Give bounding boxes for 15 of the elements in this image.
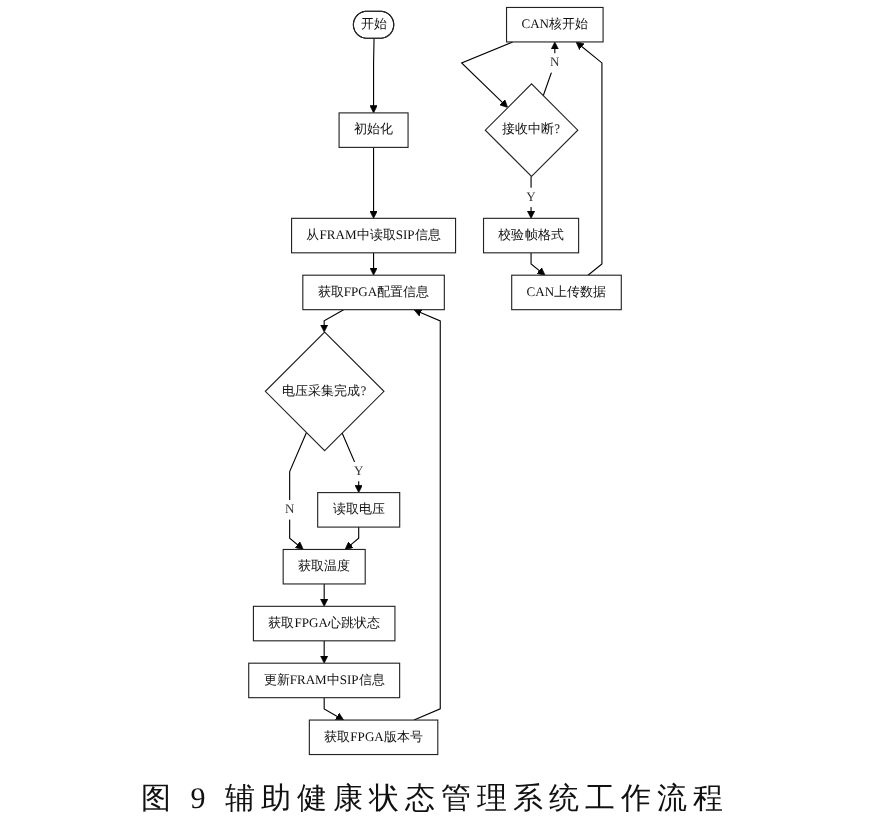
arrow	[320, 309, 345, 333]
arrow	[344, 526, 360, 550]
arrow	[413, 308, 441, 721]
arrow	[369, 146, 378, 219]
arrow	[289, 432, 307, 550]
arrow	[460, 41, 514, 108]
arrow	[320, 640, 329, 664]
arrow	[369, 38, 378, 114]
arrow	[369, 252, 378, 276]
arrow	[575, 41, 603, 276]
arrow	[530, 252, 546, 276]
arrow	[323, 697, 344, 721]
arrow	[320, 583, 329, 607]
caption: 图 9 辅助健康状态管理系统工作流程	[141, 784, 729, 816]
arrow	[526, 175, 536, 219]
